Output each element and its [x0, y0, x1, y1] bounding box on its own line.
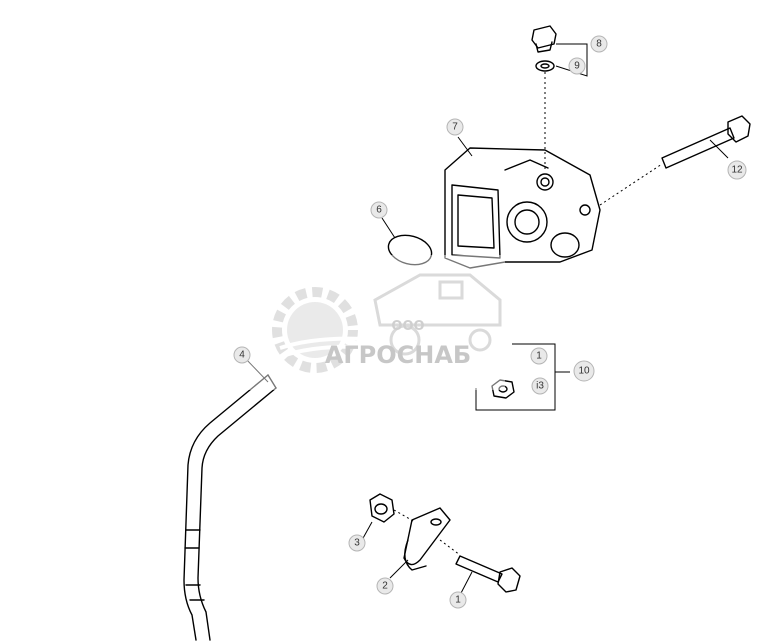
callout-4: 4: [233, 346, 251, 364]
plug-part-8: [531, 25, 557, 53]
callout-8: 8: [590, 35, 608, 53]
thermostat-housing-part-7: [444, 136, 601, 269]
callout-label: 1: [536, 351, 542, 362]
callout-label: 10: [578, 366, 590, 377]
callout-label: 8: [596, 39, 602, 50]
callout-label: 6: [376, 205, 382, 216]
bolt-part-1: [455, 555, 521, 596]
callout-1: 1: [449, 591, 467, 609]
callout-label: 2: [382, 581, 388, 592]
callout-6: 6: [370, 201, 388, 219]
callout-label: 7: [452, 122, 458, 133]
callout-label: 3: [354, 538, 360, 549]
nut-part-13: [491, 379, 515, 399]
watermark-prefix: ООО: [391, 319, 424, 334]
watermark-logo: ООО АГРОСНАБ: [245, 255, 505, 390]
bolt-part-12: [661, 115, 751, 169]
spacer-part-3: [361, 493, 395, 541]
clamp-part-2: [389, 507, 451, 579]
gear-icon: [272, 287, 383, 373]
callout-10: 10: [573, 360, 595, 382]
callout-label: 12: [731, 165, 743, 176]
callout-7: 7: [446, 118, 464, 136]
callout-13: i3: [531, 377, 549, 395]
o-ring-part-6: [381, 217, 433, 266]
watermark-company-name: АГРОСНАБ: [325, 341, 471, 369]
callout-9: 9: [568, 57, 586, 75]
callout-2: 2: [376, 577, 394, 595]
hose-part-4: [183, 357, 277, 641]
callout-3: 3: [348, 534, 366, 552]
combine-harvester-icon: [373, 273, 502, 356]
washer-part-9: [535, 60, 555, 72]
callout-label: 1: [455, 595, 461, 606]
callout-label: i3: [536, 381, 544, 392]
callout-11: 1: [530, 347, 548, 365]
callout-12: 12: [727, 160, 747, 180]
callout-label: 4: [239, 350, 245, 361]
callout-label: 9: [574, 61, 580, 72]
